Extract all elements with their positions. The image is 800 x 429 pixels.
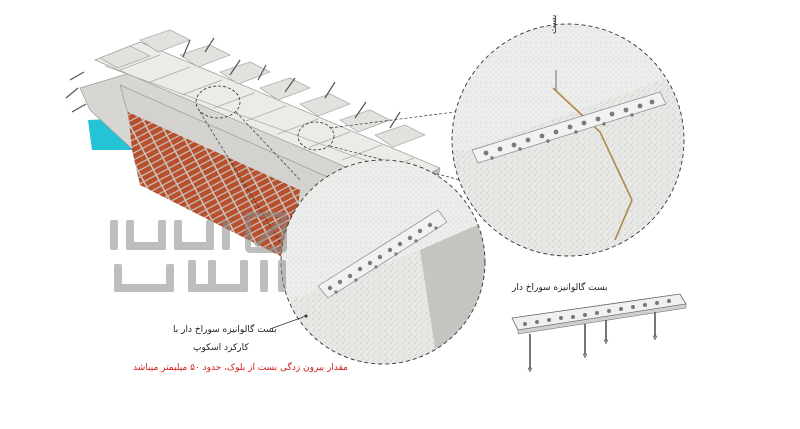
strap-b (471, 91, 667, 164)
rebars (65, 37, 401, 129)
detail-title-label: بست گالوانیزه سوراخ دار (512, 283, 608, 293)
zoom-circle-a-outline (280, 159, 486, 365)
zoom-circle-b-outline (451, 23, 685, 257)
detail-marker-2 (297, 121, 335, 151)
strap-a (317, 209, 448, 299)
detail-marker-1 (195, 85, 241, 119)
brick-cladding (128, 112, 300, 262)
zoom-circle-joint-detail (452, 24, 684, 256)
strap-detail-drawing (511, 293, 687, 373)
strap-label-line1: بست گالوانیزه سوراخ دار با (173, 325, 277, 335)
strap-label-leader (269, 315, 307, 330)
iran-wallpost-logo-icon (110, 212, 287, 292)
strap-label-line2: کارکرد اسکوپ (193, 343, 249, 353)
top-callout-label: بست (549, 14, 559, 34)
protrusion-note: مقدار بیرون زدگی بست از بلوک، حدود ۵۰ می… (133, 363, 348, 373)
